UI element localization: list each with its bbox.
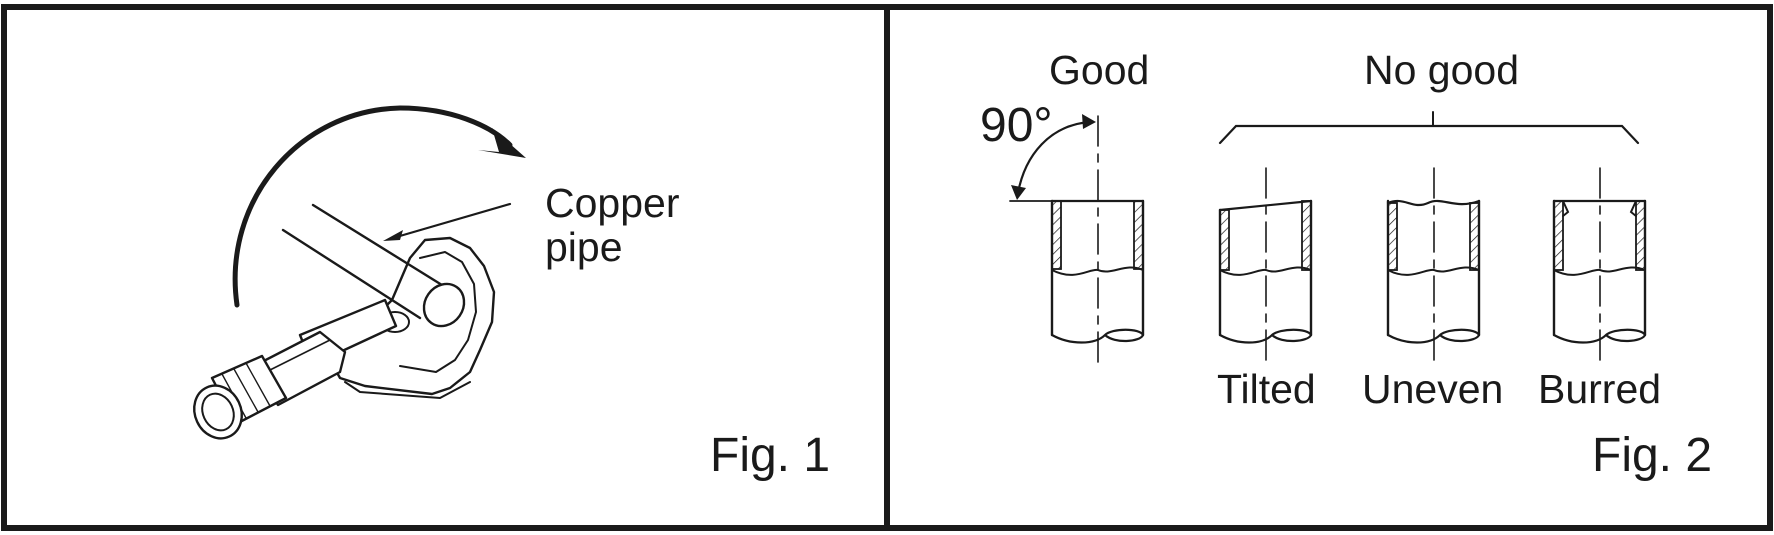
good-wall-left (1051, 200, 1062, 270)
copper-pipe-upper-edge (311, 203, 452, 292)
tilted-wall-right (1301, 200, 1312, 271)
copper-pipe-end (422, 282, 466, 328)
pipe-burred (1552, 167, 1647, 363)
burred-wall-left (1553, 200, 1564, 271)
copper-pipe-label-line1: Copper (545, 180, 680, 226)
burred-label: Burred (1538, 366, 1662, 412)
angle-label: 90° (980, 99, 1053, 152)
tilted-label: Tilted (1217, 366, 1316, 412)
uneven-label: Uneven (1362, 366, 1504, 412)
good-label: Good (1049, 47, 1150, 93)
pipe-tilted (1218, 167, 1313, 363)
copper-pipe-label-line2: pipe (545, 224, 623, 270)
tilted-bottom-break (1218, 328, 1313, 344)
angle-arrowhead-bottom (1011, 185, 1026, 200)
fig1-illustration (193, 105, 526, 440)
rotation-arrow (232, 105, 513, 308)
pipe-leader-arrowhead (383, 230, 403, 241)
burred-wall-right (1635, 200, 1646, 271)
tilted-wall-left (1219, 209, 1230, 271)
burred-bottom-break (1552, 328, 1647, 344)
good-wall-right (1133, 200, 1144, 270)
angle-arrowhead-top (1082, 114, 1096, 129)
uneven-wall-right (1469, 202, 1480, 271)
copper-pipe-lower-edge (281, 228, 422, 320)
fig2-illustration (1009, 111, 1647, 366)
uneven-bottom-break (1386, 328, 1481, 344)
good-bottom-break (1050, 328, 1145, 344)
tilted-break (1219, 266, 1312, 276)
knob-end-inner (201, 392, 235, 432)
rotation-arrowhead (478, 128, 526, 158)
fig2-caption: Fig. 2 (1592, 429, 1713, 482)
no-good-bracket (1218, 124, 1640, 145)
cutter-frame-base (344, 381, 471, 399)
uneven-wall-left (1387, 202, 1398, 271)
good-break (1051, 266, 1144, 276)
angle-arc (1016, 120, 1092, 195)
uneven-break (1387, 266, 1480, 276)
knob-ridge-3 (245, 362, 271, 407)
pipe-leader-line (391, 202, 512, 240)
no-good-label: No good (1364, 47, 1520, 93)
uneven-top-edge (1386, 199, 1481, 207)
fig1-caption: Fig. 1 (710, 429, 831, 482)
knob-ridge-2 (233, 368, 259, 413)
pipe-uneven (1386, 167, 1481, 363)
pipe-good (1009, 114, 1145, 366)
burr-right (1629, 200, 1637, 217)
burred-break (1553, 266, 1646, 276)
tilted-top-edge (1218, 199, 1313, 212)
burr-left (1562, 200, 1570, 217)
cutter-frame-inner (399, 251, 477, 373)
